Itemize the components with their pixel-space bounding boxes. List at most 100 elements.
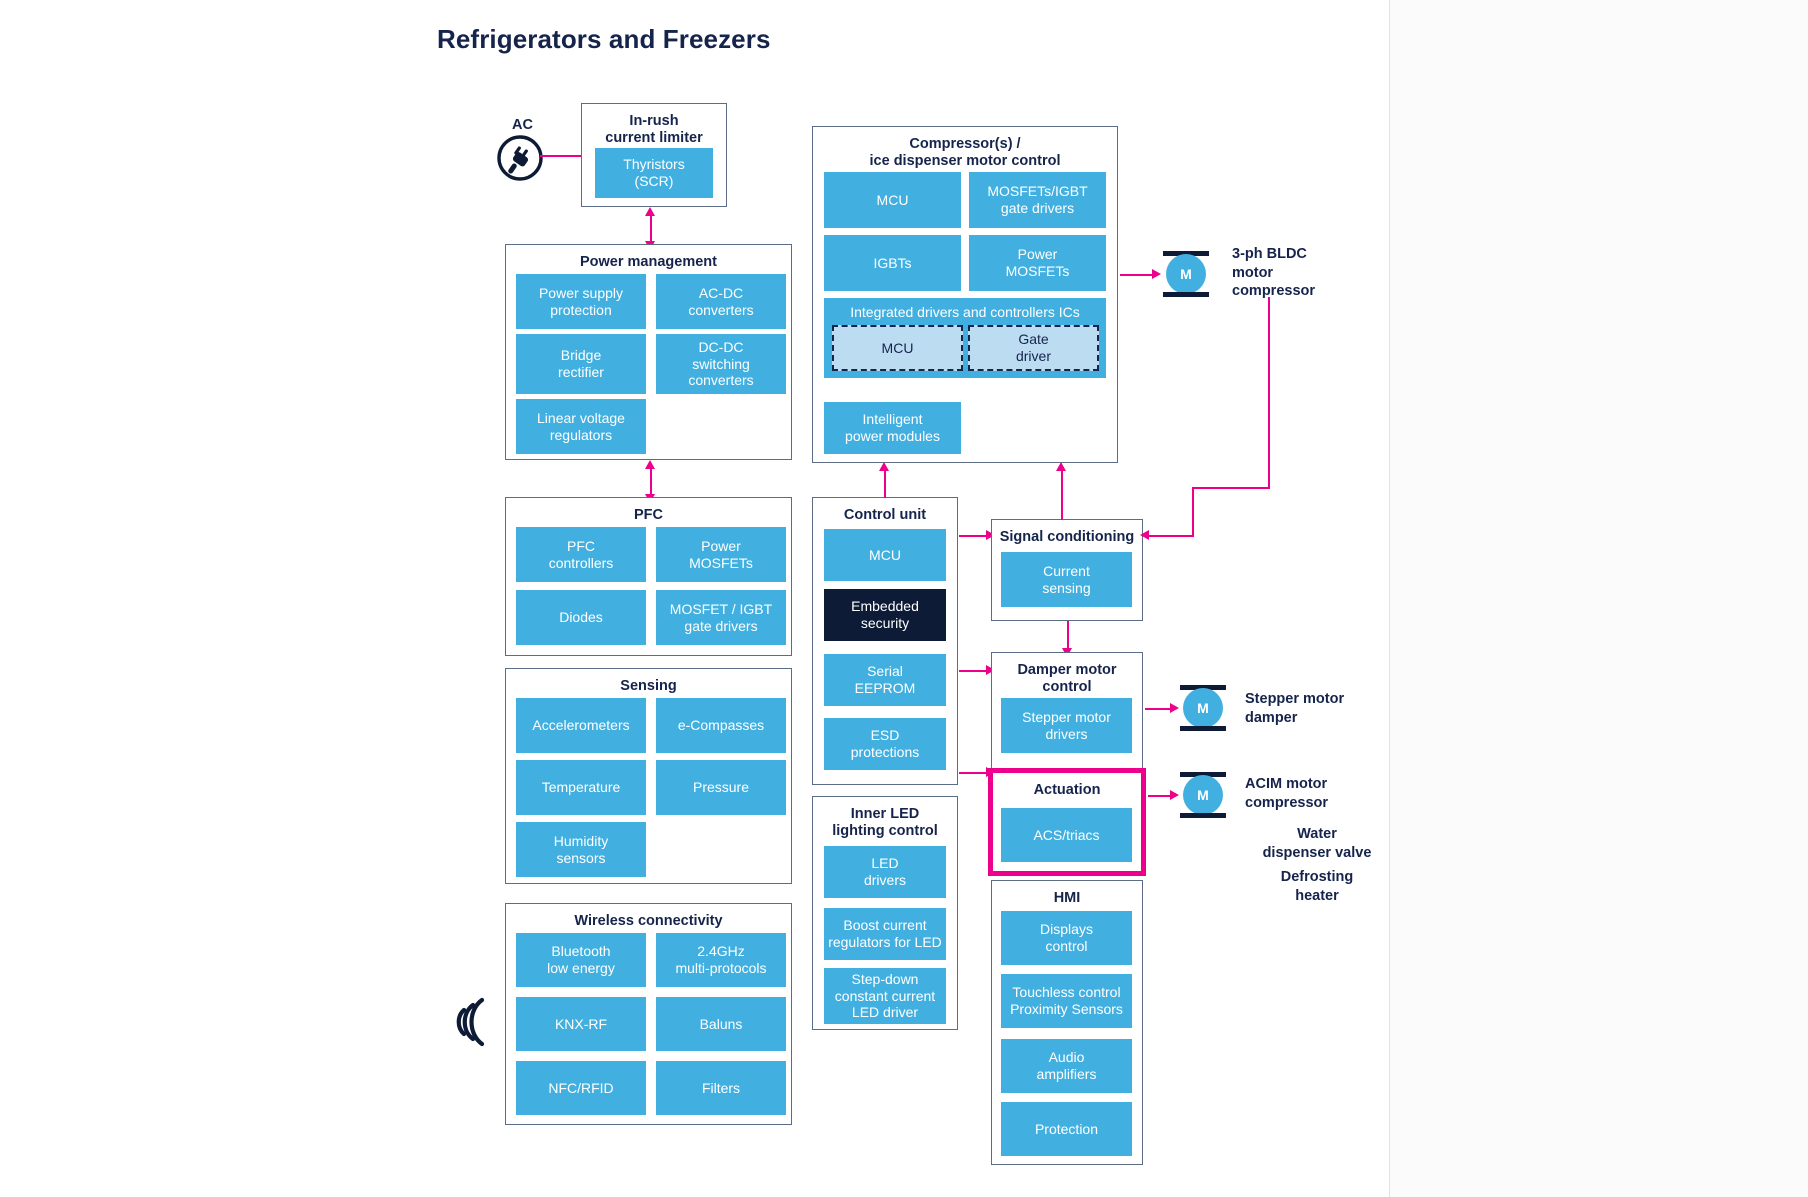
wire-actuation-to-acim (1148, 795, 1173, 797)
chip-pfc-power-mosfets[interactable]: Power MOSFETs (656, 527, 786, 582)
chip-integrated-mcu[interactable]: MCU (832, 325, 963, 371)
chip-filters[interactable]: Filters (656, 1061, 786, 1115)
motor-acim-symbol: M (1180, 772, 1226, 818)
chip-intelligent-power-modules[interactable]: Intelligent power modules (824, 402, 961, 454)
label-water-dispenser-valve: Water dispenser valve (1262, 826, 1372, 861)
chip-bridge-rectifier[interactable]: Bridge rectifier (516, 334, 646, 394)
chip-displays-control[interactable]: Displays control (1001, 911, 1132, 965)
wire-feedback-to-signalcond (1146, 535, 1194, 537)
wire-bldc-feedback-down (1268, 297, 1270, 487)
motor-disc: M (1183, 775, 1223, 815)
ac-source-label: AC (512, 117, 533, 133)
label-acim-motor-compressor: ACIM motor compressor (1245, 776, 1329, 811)
wire-feedback-top (1192, 487, 1270, 489)
block-title: Signal conditioning (999, 529, 1135, 545)
chip-diodes[interactable]: Diodes (516, 590, 646, 645)
block-title: PFC (634, 507, 663, 523)
chip-control-unit-mcu[interactable]: MCU (824, 529, 946, 581)
wire-signalcond-to-compressor (1061, 470, 1063, 520)
chip-mosfets-igbt-gate-drivers[interactable]: MOSFETs/IGBT gate drivers (969, 172, 1106, 228)
wire-controlunit-to-signalcond (959, 535, 991, 537)
chip-compressor-igbts[interactable]: IGBTs (824, 235, 961, 291)
wire-controlunit-to-actuation (959, 772, 991, 774)
arrow-up-inrush (645, 207, 655, 216)
block-title: Actuation (1033, 782, 1101, 798)
chip-touchless-control-proximity-sensors[interactable]: Touchless control Proximity Sensors (1001, 974, 1132, 1028)
chip-nfc-rfid[interactable]: NFC/RFID (516, 1061, 646, 1115)
label-bldc-motor-compressor: 3-ph BLDC motor compressor (1232, 246, 1316, 300)
chip-ac-dc-converters[interactable]: AC-DC converters (656, 274, 786, 329)
arrow-right-bldc (1152, 269, 1161, 279)
block-title: Damper motor control (1017, 662, 1117, 696)
wire-controlunit-to-damper (959, 670, 991, 672)
chip-pressure[interactable]: Pressure (656, 760, 786, 815)
label-defrosting-heater: Defrosting heater (1280, 869, 1354, 904)
chip-current-sensing[interactable]: Current sensing (1001, 552, 1132, 607)
chip-baluns[interactable]: Baluns (656, 997, 786, 1051)
chip-mosfet-igbt-gate-drivers[interactable]: MOSFET / IGBT gate drivers (656, 590, 786, 645)
chip-24ghz-multi-protocols[interactable]: 2.4GHz multi-protocols (656, 933, 786, 987)
chip-serial-eeprom[interactable]: Serial EEPROM (824, 654, 946, 706)
motor-stepper-symbol: M (1180, 685, 1226, 731)
chip-e-compasses[interactable]: e-Compasses (656, 698, 786, 753)
chip-stepper-motor-drivers[interactable]: Stepper motor drivers (1001, 698, 1132, 753)
page-title: Refrigerators and Freezers (437, 24, 771, 54)
panel-title: Integrated drivers and controllers ICs (850, 304, 1080, 320)
chip-bluetooth-low-energy[interactable]: Bluetooth low energy (516, 933, 646, 987)
motor-bar-bottom (1180, 726, 1226, 731)
chip-power-supply-protection[interactable]: Power supply protection (516, 274, 646, 329)
chip-pfc-controllers[interactable]: PFC controllers (516, 527, 646, 582)
block-title: In-rush current limiter (605, 113, 703, 147)
block-title: HMI (1053, 890, 1081, 906)
chip-integrated-gate-driver[interactable]: Gate driver (968, 325, 1099, 371)
motor-bar-bottom (1163, 292, 1209, 297)
chip-led-drivers[interactable]: LED drivers (824, 846, 946, 898)
chip-audio-amplifiers[interactable]: Audio amplifiers (1001, 1039, 1132, 1093)
block-title: Wireless connectivity (574, 913, 723, 929)
label-stepper-motor-damper: Stepper motor damper (1245, 691, 1345, 726)
chip-boost-current-regulators-led[interactable]: Boost current regulators for LED (824, 908, 946, 960)
wire-feedback-vertical (1192, 487, 1194, 536)
wire-compressor-to-bldc (1120, 274, 1156, 276)
motor-bar-top (1180, 685, 1226, 690)
arrow-left-signalcond (1140, 530, 1149, 540)
block-title: Power management (580, 254, 717, 270)
motor-bar-bottom (1180, 813, 1226, 818)
motor-bar-top (1163, 251, 1209, 256)
block-title: Control unit (843, 507, 927, 523)
chip-humidity-sensors[interactable]: Humidity sensors (516, 822, 646, 877)
chip-step-down-constant-current-led-driver[interactable]: Step-down constant current LED driver (824, 968, 946, 1024)
block-title: Sensing (620, 678, 677, 694)
arrow-right-damper (986, 665, 995, 675)
wire-powermgmt-pfc (650, 467, 652, 497)
chip-temperature[interactable]: Temperature (516, 760, 646, 815)
chip-protection[interactable]: Protection (1001, 1102, 1132, 1156)
arrow-right-stepper (1170, 703, 1179, 713)
block-title: Inner LED lighting control (832, 806, 938, 840)
chip-esd-protections[interactable]: ESD protections (824, 718, 946, 770)
chip-thyristors-scr[interactable]: Thyristors (SCR) (595, 148, 713, 198)
antenna-waves-icon (456, 997, 485, 1047)
chip-acs-triacs[interactable]: ACS/triacs (1001, 808, 1132, 862)
chip-linear-voltage-regulators[interactable]: Linear voltage regulators (516, 399, 646, 454)
wire-ac-to-inrush (540, 155, 581, 157)
chip-dc-dc-switching-converters[interactable]: DC-DC switching converters (656, 334, 786, 394)
arrow-right-signalcond (986, 530, 995, 540)
wire-controlunit-to-compressor (884, 470, 886, 498)
chip-compressor-power-mosfets[interactable]: Power MOSFETs (969, 235, 1106, 291)
page-right-gutter (1389, 0, 1808, 1197)
arrow-up-signalcond-compressor (1056, 462, 1066, 471)
arrow-right-acim (1170, 790, 1179, 800)
motor-bldc-symbol: M (1163, 251, 1209, 297)
motor-bar-top (1180, 772, 1226, 777)
wire-damper-to-stepper (1145, 708, 1173, 710)
motor-disc: M (1166, 254, 1206, 294)
chip-compressor-mcu[interactable]: MCU (824, 172, 961, 228)
chip-embedded-security[interactable]: Embedded security (824, 589, 946, 641)
arrow-up-compressor (879, 462, 889, 471)
chip-accelerometers[interactable]: Accelerometers (516, 698, 646, 753)
arrow-up-powermgmt (645, 460, 655, 469)
chip-knx-rf[interactable]: KNX-RF (516, 997, 646, 1051)
block-title: Compressor(s) / ice dispenser motor cont… (869, 136, 1061, 170)
